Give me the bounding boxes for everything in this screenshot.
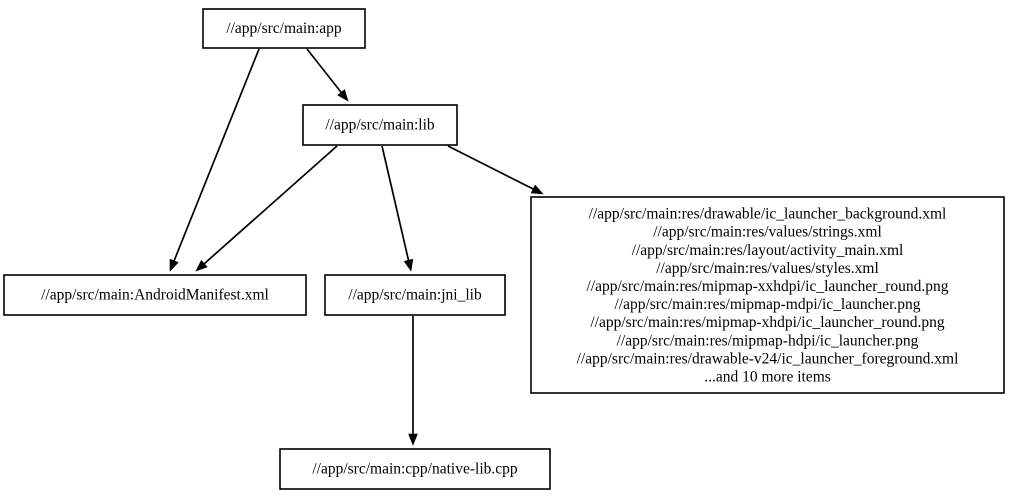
node-jni_lib[interactable]: //app/src/main:jni_lib	[324, 274, 506, 316]
arrowhead-icon	[337, 89, 349, 102]
node-box[interactable]	[324, 274, 506, 316]
node-label: //app/src/main:lib	[325, 117, 435, 134]
node-box[interactable]	[202, 8, 366, 49]
edge-shaft	[447, 145, 534, 190]
arrowhead-icon	[408, 433, 418, 446]
node-label-line: //app/src/main:res/mipmap-mdpi/ic_launch…	[614, 296, 920, 313]
arrowhead-icon	[195, 259, 208, 272]
node-label: //app/src/main:AndroidManifest.xml	[41, 287, 269, 304]
edge-app-to-lib	[306, 48, 349, 102]
edge-shaft	[306, 48, 342, 93]
node-manifest[interactable]: //app/src/main:AndroidManifest.xml	[3, 274, 307, 316]
node-label-line: //app/src/main:res/values/strings.xml	[653, 224, 882, 241]
node-label: //app/src/main:app	[226, 20, 342, 37]
edge-jni-lib-to-native-lib	[408, 316, 418, 446]
node-box[interactable]	[302, 104, 458, 146]
node-label-line: //app/src/main:res/mipmap-hdpi/ic_launch…	[617, 332, 919, 349]
node-label-line: //app/src/main:res/layout/activity_main.…	[632, 242, 904, 259]
edge-shaft	[203, 145, 338, 265]
arrowhead-icon	[169, 258, 179, 272]
arrowhead-icon	[530, 184, 544, 195]
node-label-line: //app/src/main:res/mipmap-xhdpi/ic_launc…	[590, 314, 945, 331]
edge-shaft	[173, 48, 260, 262]
edge-lib-to-manifest	[195, 145, 338, 272]
edge-app-to-manifest	[169, 48, 260, 272]
node-res_group[interactable]: //app/src/main:res/drawable/ic_launcher_…	[530, 196, 1005, 394]
node-box[interactable]	[3, 274, 307, 316]
edge-lib-to-res-group	[447, 145, 544, 195]
node-app[interactable]: //app/src/main:app	[202, 8, 366, 49]
node-lib[interactable]: //app/src/main:lib	[302, 104, 458, 146]
node-label-line: //app/src/main:res/drawable/ic_launcher_…	[589, 206, 947, 223]
nodes-layer: //app/src/main:app //app/src/main:lib //ap…	[3, 8, 1005, 490]
edge-lib-to-jni-lib	[381, 145, 414, 272]
node-label-line: //app/src/main:res/drawable-v24/ic_launc…	[577, 350, 959, 367]
node-native_lib[interactable]: //app/src/main:cpp/native-lib.cpp	[279, 448, 551, 490]
edges-layer	[169, 48, 544, 446]
node-label-line: //app/src/main:res/mipmap-xxhdpi/ic_laun…	[586, 278, 948, 295]
node-box[interactable]	[279, 448, 551, 490]
arrowhead-icon	[403, 258, 414, 272]
node-label: //app/src/main:cpp/native-lib.cpp	[312, 461, 518, 478]
node-box[interactable]	[530, 196, 1005, 394]
node-label: //app/src/main:jni_lib	[348, 287, 482, 304]
node-label-line: //app/src/main:res/values/styles.xml	[656, 260, 879, 277]
node-label-line: ...and 10 more items	[704, 369, 831, 386]
edge-shaft	[381, 145, 410, 261]
